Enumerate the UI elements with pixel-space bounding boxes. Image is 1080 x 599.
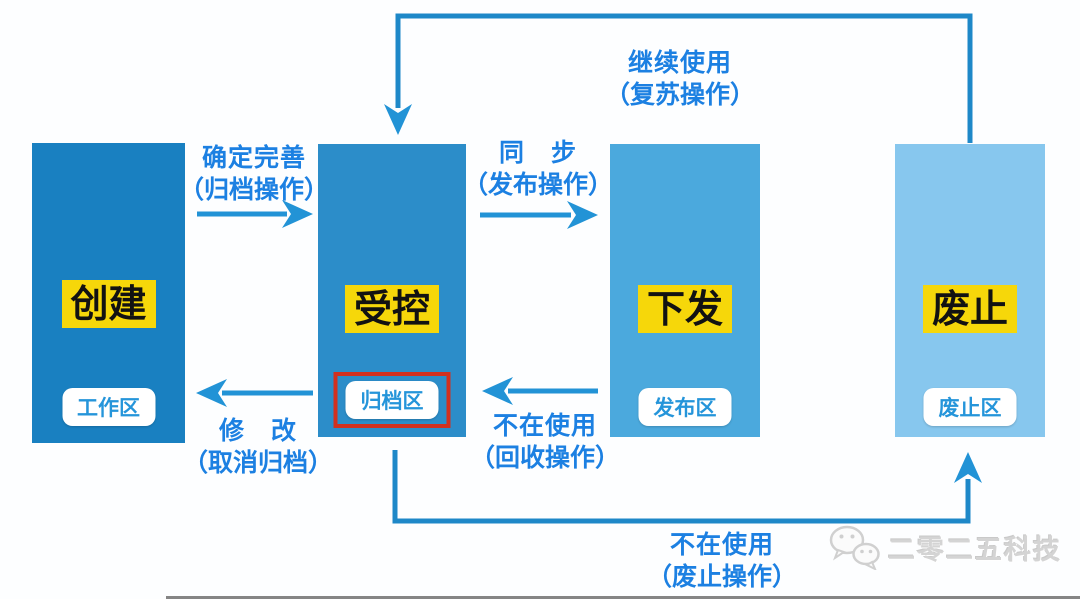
label-modify: 修 改 （取消归档） bbox=[162, 415, 354, 479]
label-revive: 继续使用 （复苏操作） bbox=[588, 47, 772, 111]
stage-title-create: 创建 bbox=[61, 280, 156, 329]
label-publish: 同 步 （发布操作） bbox=[453, 137, 623, 201]
stage-title-controlled: 受控 bbox=[344, 285, 440, 334]
label-archive-line1: 确定完善 bbox=[201, 143, 306, 172]
label-abolish: 不在使用 （废止操作） bbox=[626, 529, 818, 593]
zone-badge-work: 工作区 bbox=[62, 388, 155, 426]
label-publish-line2: （发布操作） bbox=[462, 170, 613, 199]
bottom-divider-line bbox=[166, 596, 1080, 599]
label-publish-line1: 同 步 bbox=[498, 138, 577, 167]
stage-title-obsolete: 废止 bbox=[922, 285, 1018, 334]
zone-highlight-red-box: 归档区 bbox=[333, 372, 451, 428]
label-archive-line2: （归档操作） bbox=[178, 175, 329, 204]
label-recycle-line1: 不在使用 bbox=[492, 411, 597, 440]
label-abolish-line1: 不在使用 bbox=[669, 530, 774, 559]
label-revive-line1: 继续使用 bbox=[627, 48, 732, 77]
label-modify-line1: 修 改 bbox=[218, 416, 297, 445]
label-recycle-line2: （回收操作） bbox=[469, 443, 620, 472]
watermark-text: 二零二五科技 bbox=[888, 534, 1062, 566]
zone-badge-archive: 归档区 bbox=[345, 381, 439, 419]
stage-controlled: 受控 归档区 bbox=[318, 144, 466, 437]
stage-obsolete: 废止 废止区 bbox=[895, 144, 1045, 437]
label-modify-line2: （取消归档） bbox=[182, 448, 333, 477]
arrow-recycle bbox=[482, 377, 598, 405]
label-recycle: 不在使用 （回收操作） bbox=[452, 410, 638, 474]
zone-badge-obsolete: 废止区 bbox=[923, 388, 1017, 426]
label-abolish-line2: （废止操作） bbox=[646, 562, 797, 591]
label-revive-line2: （复苏操作） bbox=[604, 80, 755, 109]
watermark: 二零二五科技 bbox=[828, 524, 1062, 570]
wechat-bubbles-icon bbox=[829, 525, 880, 570]
stage-issue: 下发 发布区 bbox=[610, 144, 760, 437]
arrow-publish bbox=[480, 201, 598, 229]
arrow-modify bbox=[196, 379, 313, 407]
zone-badge-publish: 发布区 bbox=[638, 388, 732, 426]
label-archive: 确定完善 （归档操作） bbox=[160, 142, 348, 206]
stage-title-issue: 下发 bbox=[637, 285, 733, 334]
stage-create: 创建 工作区 bbox=[32, 143, 185, 443]
